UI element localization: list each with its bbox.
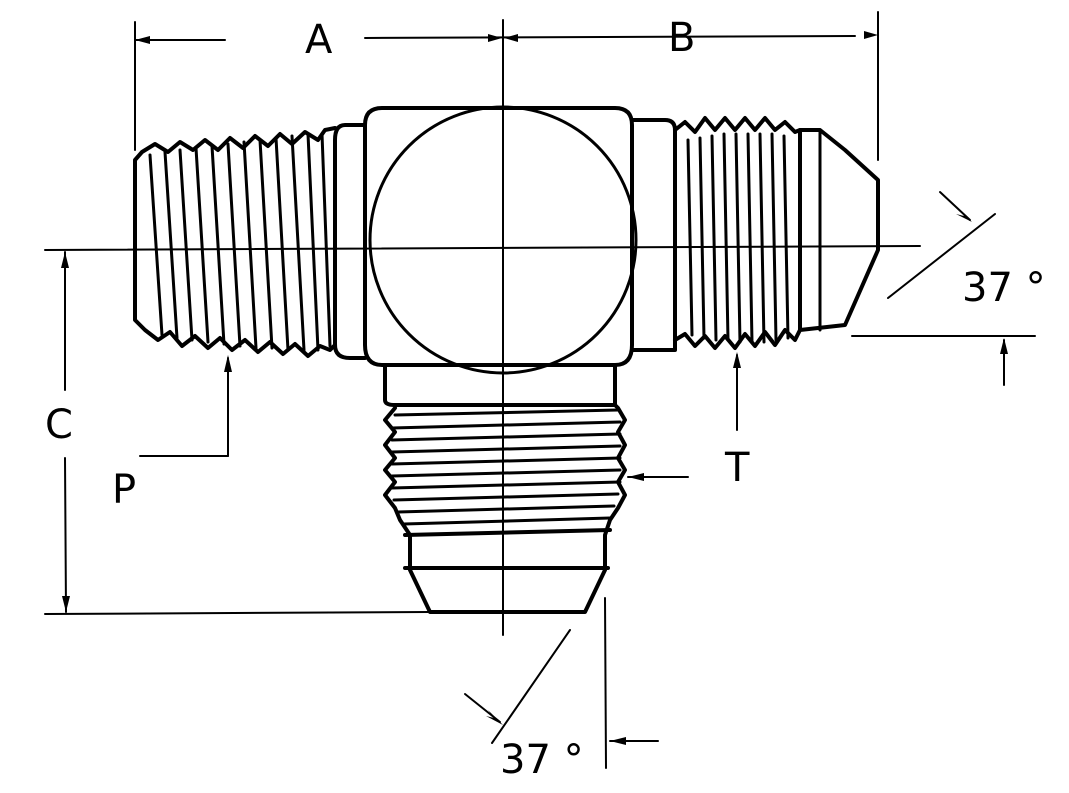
horizontal-centerline [44,245,921,251]
tee-body [333,105,677,375]
right-flare-thread [673,116,880,350]
angle-callout-bottom [464,597,659,769]
leader-t [627,352,741,481]
angle-callout-right [851,191,1036,386]
left-pipe-thread [133,126,337,358]
leader-p [139,355,232,457]
label-t: T [725,445,750,491]
bottom-flare-thread [383,363,627,614]
label-angle-bottom: 37 ° [500,737,584,783]
dimension-c [44,251,431,615]
label-c: C [45,402,73,448]
label-b: B [668,15,696,61]
label-angle-right: 37 ° [962,265,1046,311]
label-a: A [305,17,333,63]
label-p: P [112,467,137,513]
dimension-ab [134,11,879,161]
